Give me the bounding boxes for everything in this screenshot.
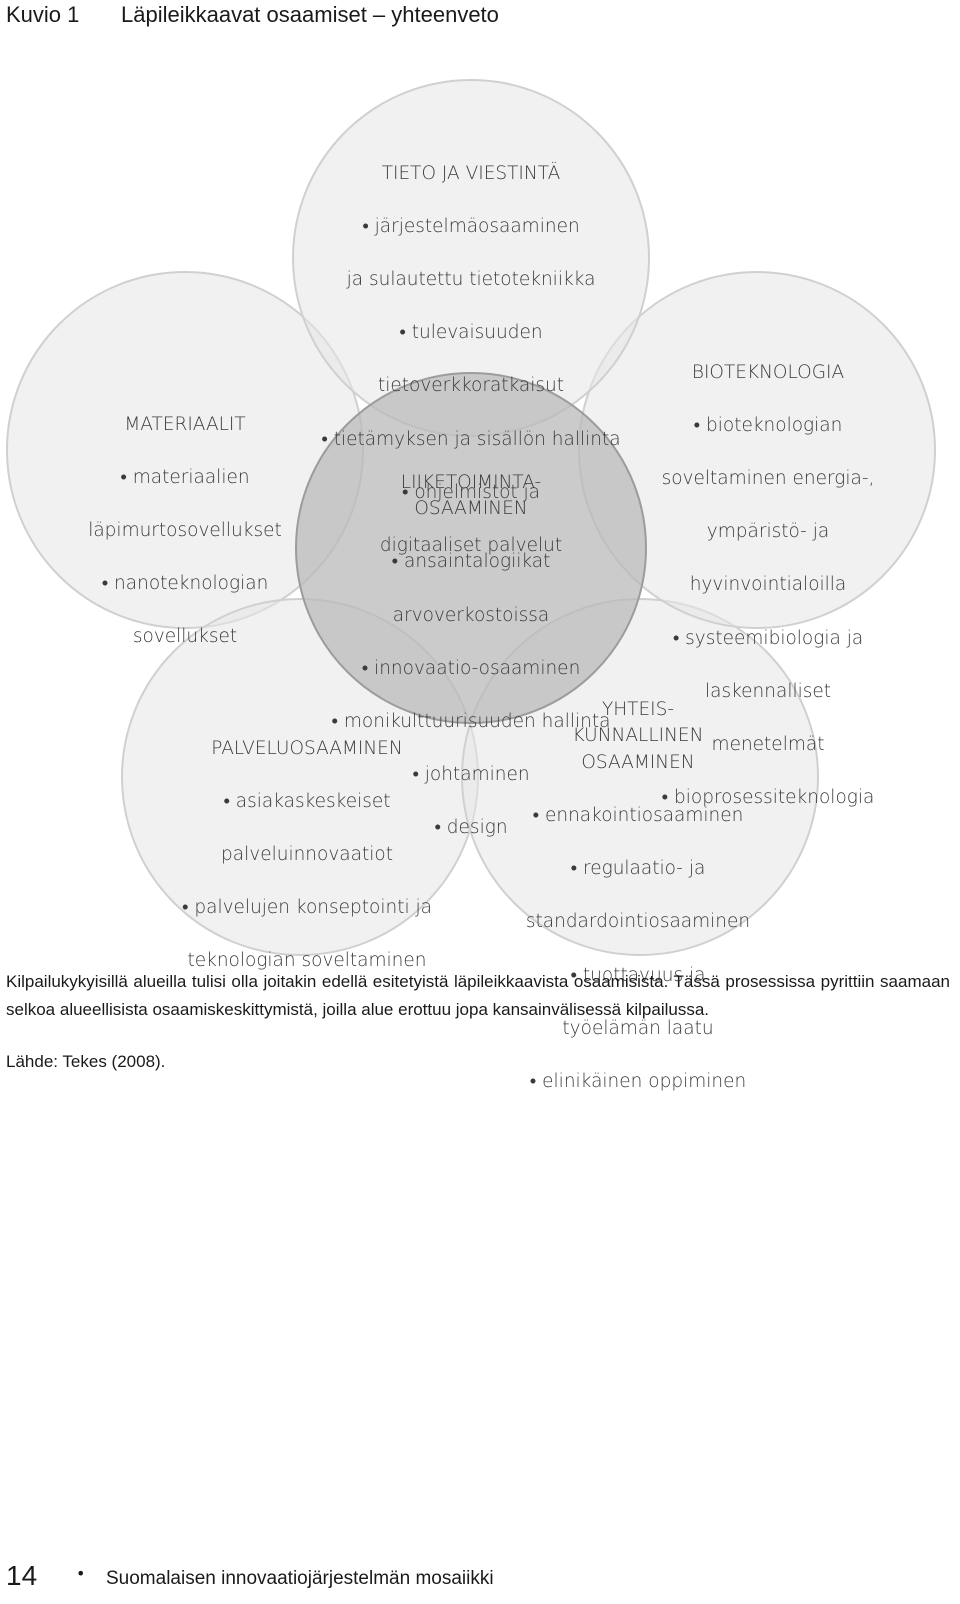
- text-materiaalit: MATERIAALIT • materiaalien läpimurtosove…: [45, 385, 325, 678]
- liiketoiminta-line: • design: [434, 817, 508, 839]
- yhteiskunnallinen-line: työelämän laatu: [562, 1017, 714, 1039]
- liiketoiminta-line: • innovaatio-osaaminen: [361, 657, 581, 679]
- footer-separator: •: [76, 1564, 86, 1583]
- bioteknologia-title: BIOTEKNOLOGIA: [691, 361, 845, 383]
- bioteknologia-line: • bioprosessiteknologia: [661, 787, 875, 809]
- materiaalit-title: MATERIAALIT: [124, 413, 246, 435]
- liiketoiminta-line: • ansaintalogiikat: [391, 551, 551, 573]
- tieto-line: • tulevaisuuden: [399, 322, 543, 344]
- text-palvelu: PALVELUOSAAMINEN • asiakaskeskeiset palv…: [157, 709, 457, 1002]
- tieto-line: digitaaliset palvelut: [379, 534, 563, 556]
- yhteiskunnallinen-line: • ennakointiosaaminen: [532, 804, 744, 826]
- bioteknologia-line: soveltaminen energia-,: [661, 467, 875, 489]
- yhteiskunnallinen-line: • regulaatio- ja: [570, 858, 706, 880]
- figure-number: Kuvio 1: [6, 2, 80, 27]
- palvelu-title: PALVELUOSAAMINEN: [211, 737, 403, 759]
- materiaalit-line: läpimurtosovellukset: [88, 519, 282, 541]
- tieto-line: tietoverkkoratkaisut: [377, 375, 565, 397]
- text-tieto: TIETO JA VIESTINTÄ • järjestelmäosaamine…: [311, 134, 631, 586]
- text-bioteknologia: BIOTEKNOLOGIA • bioteknologian soveltami…: [628, 333, 908, 838]
- text-liiketoiminta: LIIKETOIMINTA- OSAAMINEN • ansaintalogii…: [311, 443, 631, 869]
- publication-title: Suomalaisen innovaatiojärjestelmän mosai…: [106, 1568, 494, 1589]
- tieto-line: • tietämyksen ja sisällön hallinta: [321, 428, 621, 450]
- yhteiskunnallinen-line: • tuottavuus ja: [570, 964, 706, 986]
- liiketoiminta-line: • monikulttuurisuuden hallinta: [331, 710, 611, 732]
- page-footer: 14 • Suomalaisen innovaatiojärjestelmän …: [6, 1560, 946, 1596]
- figure-source: Lähde: Tekes (2008).: [6, 1052, 166, 1071]
- tieto-line: • järjestelmäosaaminen: [362, 215, 580, 237]
- bioteknologia-line: • bioteknologian: [693, 414, 843, 436]
- bioteknologia-line: hyvinvointialoilla: [689, 574, 847, 596]
- venn-diagram: [6, 79, 936, 956]
- bioteknologia-line: ympäristö- ja: [706, 521, 830, 543]
- tieto-line: • ohjelmistot ja: [401, 481, 541, 503]
- materiaalit-line: • materiaalien: [120, 466, 250, 488]
- palvelu-line: • palvelujen konseptointi ja: [182, 897, 432, 919]
- bioteknologia-line: • systeemibiologia ja: [672, 627, 864, 649]
- yhteiskunnallinen-line: standardointiosaaminen: [525, 911, 751, 933]
- bioteknologia-line: menetelmät: [711, 733, 825, 755]
- tieto-line: ja sulautettu tietotekniikka: [346, 268, 596, 290]
- materiaalit-line: • nanoteknologian: [101, 573, 269, 595]
- yhteiskunnallinen-title: YHTEIS- KUNNALLINEN OSAAMINEN: [572, 698, 704, 773]
- liiketoiminta-line: • johtaminen: [412, 764, 530, 786]
- palvelu-line: palveluinnovaatiot: [221, 843, 393, 865]
- figure-header: Kuvio 1 Läpileikkaavat osaamiset – yhtee…: [6, 2, 946, 32]
- circle-liiketoiminta-center: [295, 372, 647, 724]
- page-number: 14: [6, 1560, 38, 1591]
- bioteknologia-line: laskennalliset: [704, 680, 832, 702]
- materiaalit-line: sovellukset: [132, 626, 238, 648]
- figure-title: Läpileikkaavat osaamiset – yhteenveto: [121, 2, 499, 27]
- liiketoiminta-title: LIIKETOIMINTA- OSAAMINEN: [400, 471, 542, 520]
- palvelu-line: • asiakaskeskeiset: [223, 790, 391, 812]
- figure-caption: Kilpailukykyisillä alueilla tulisi olla …: [6, 972, 950, 1019]
- palvelu-line: teknologian soveltaminen: [187, 950, 427, 972]
- liiketoiminta-line: arvoverkostoissa: [392, 604, 550, 626]
- text-yhteiskunnallinen: YHTEIS- KUNNALLINEN OSAAMINEN • ennakoin…: [498, 670, 778, 1122]
- yhteiskunnallinen-line: • elinikäinen oppiminen: [529, 1070, 747, 1092]
- tieto-title: TIETO JA VIESTINTÄ: [381, 162, 561, 184]
